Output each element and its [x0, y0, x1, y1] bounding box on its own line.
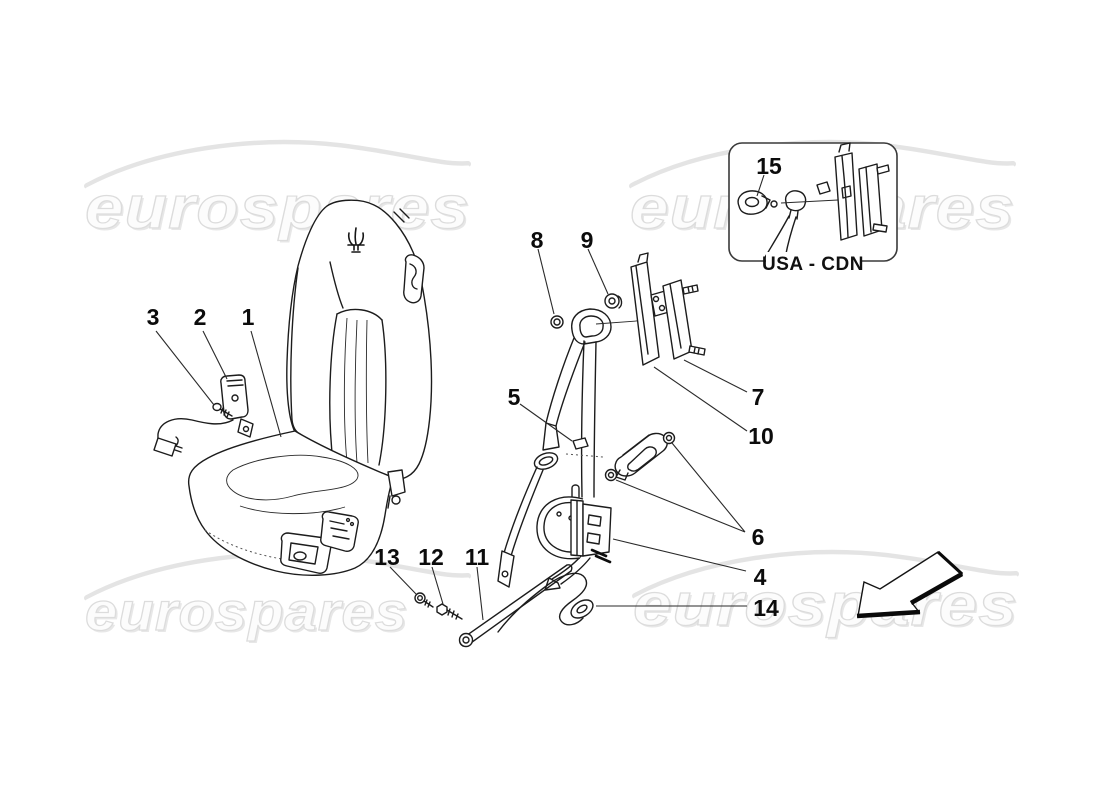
leader-line-13 [389, 566, 417, 595]
callout-14: 14 [753, 595, 779, 621]
watermark-text: eurospares [85, 174, 470, 241]
buckle-bracket [237, 418, 254, 438]
belt-clip [572, 437, 589, 450]
callout-6: 6 [752, 524, 765, 550]
anchor-screw [414, 592, 434, 608]
leader-line-3 [155, 330, 215, 406]
watermark-swoosh-icon [632, 549, 1019, 601]
belt-ring [533, 452, 559, 470]
leader-lines [155, 174, 765, 621]
callout-12: 12 [418, 544, 444, 570]
fixing-nut [604, 468, 618, 482]
inset-label-backing [766, 252, 861, 274]
upper-anchor [550, 293, 651, 345]
upper-bolt [550, 315, 564, 329]
seat-back [286, 199, 433, 480]
height-adjuster-bracket [565, 431, 676, 482]
seat-illustration [187, 199, 433, 576]
leader-line-12 [431, 566, 444, 605]
callout-10: 10 [748, 423, 774, 449]
anchor-grommet [570, 599, 594, 619]
trident-logo-icon [347, 227, 365, 253]
fixing-screw [212, 402, 233, 418]
leader-line-7 [683, 359, 748, 393]
callout-1: 1 [242, 304, 255, 330]
belt-guide-loop [403, 254, 425, 304]
callout-13: 13 [374, 544, 400, 570]
callout-5: 5 [508, 384, 521, 410]
callout-7: 7 [752, 384, 765, 410]
watermark-swoosh-icon [84, 139, 471, 191]
pillar-trim-panels [630, 252, 706, 366]
leader-line-6 [615, 442, 746, 533]
leader-line-11 [476, 566, 484, 621]
leader-line-15 [756, 174, 765, 197]
seatbelt-assembly [414, 252, 706, 648]
watermark-bottom-right: eurospares eurospares [632, 549, 1019, 640]
callout-numbers: 1 2 3 4 5 6 7 8 9 10 11 12 13 14 15 [147, 153, 782, 621]
anchor-bolt [436, 603, 463, 620]
lower-anchor-cable [497, 572, 594, 633]
watermark-text: eurospares [87, 584, 410, 644]
cable-connector [153, 437, 177, 457]
seat-side-switch-panel [320, 511, 359, 552]
inset-belt-cover [737, 190, 768, 215]
callout-11: 11 [465, 544, 490, 570]
leader-line-9 [587, 248, 609, 295]
inset-region-label: USA - CDN [762, 254, 864, 275]
seat-front-control-pod [280, 532, 332, 574]
inset-drawing [737, 142, 890, 260]
leader-line-10 [653, 366, 748, 432]
inset-box-usa-cdn: USA - CDN [728, 142, 898, 275]
watermark-text: eurospares [85, 582, 408, 642]
callout-4: 4 [754, 564, 767, 590]
leader-line-2 [202, 330, 228, 380]
leader-line-1 [250, 330, 282, 438]
belt-retractor [536, 484, 612, 564]
direction-arrow-icon [856, 550, 964, 619]
callout-3: 3 [147, 304, 160, 330]
buckle-with-cable [153, 374, 254, 457]
spacer [604, 293, 623, 309]
callout-8: 8 [531, 227, 544, 253]
watermark-text: eurospares [87, 176, 472, 243]
belt-d-ring [571, 308, 612, 345]
seat-hinge [387, 469, 406, 509]
callout-15: 15 [756, 153, 782, 179]
watermark-top-left: eurospares eurospares [84, 139, 472, 243]
leader-line-5 [519, 403, 573, 442]
leader-line-8 [537, 248, 555, 315]
fixing-nut [662, 431, 676, 445]
watermark-text: eurospares [633, 571, 1018, 638]
pillar-trim-inner [630, 261, 660, 366]
latch-plate [497, 550, 515, 588]
callout-9: 9 [581, 227, 594, 253]
leader-line-4 [612, 538, 747, 572]
callout-2: 2 [194, 304, 207, 330]
